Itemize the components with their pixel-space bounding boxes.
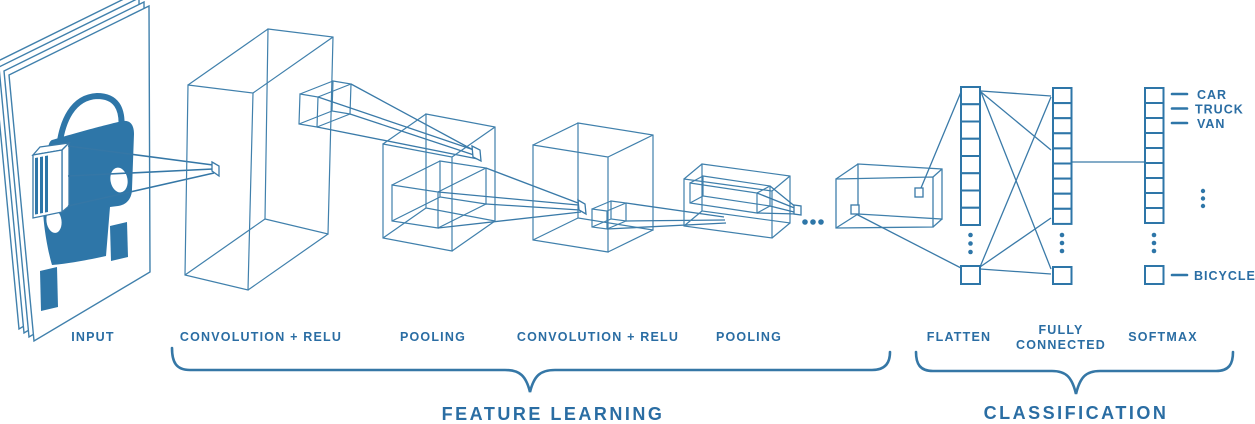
car-wheel-left xyxy=(40,267,58,311)
pool1-inner-box xyxy=(391,160,487,229)
stage-label-pool2: POOLING xyxy=(716,330,782,344)
pool1-to-conv2-lines xyxy=(437,167,582,229)
final-box-cell-top xyxy=(914,187,924,198)
output-classes: CAR TRUCK VAN BICYCLE xyxy=(1170,88,1255,283)
vector-cell xyxy=(1144,117,1165,134)
vector-cell xyxy=(960,120,981,140)
classification-brace xyxy=(914,350,1235,395)
vector-cell xyxy=(1144,102,1165,119)
softmax-vector-dots xyxy=(1151,232,1157,254)
vector-cell xyxy=(1052,87,1073,105)
vector-cell xyxy=(960,172,981,192)
car-wheel-right xyxy=(110,222,128,261)
conv2-box xyxy=(532,122,654,253)
conv2-target-patch xyxy=(577,198,587,216)
stage-label-connected: CONNECTED xyxy=(1016,338,1106,352)
stage-label-flatten: FLATTEN xyxy=(927,330,991,344)
vector-cell xyxy=(960,155,981,175)
car-roof-outline xyxy=(55,93,125,167)
vector-cell xyxy=(1052,207,1073,225)
vector-cell xyxy=(1052,102,1073,120)
output-ellipsis-dots xyxy=(1200,188,1206,209)
final-box-cell-bottom xyxy=(850,204,860,215)
vector-cell xyxy=(1144,177,1165,194)
conv1-box xyxy=(184,28,334,291)
softmax-last-cell xyxy=(1144,265,1165,285)
ellipsis-dots xyxy=(802,219,824,225)
output-label-truck: TRUCK xyxy=(1195,103,1244,117)
vector-cell xyxy=(1144,132,1165,149)
output-label-van: VAN xyxy=(1197,117,1225,131)
stage-label-conv2: CONVOLUTION + RELU xyxy=(517,330,679,344)
output-label-bicycle: BICYCLE xyxy=(1194,269,1255,283)
final-feature-box xyxy=(835,163,943,229)
flatten-to-fc-lines xyxy=(979,90,1052,275)
vector-cell xyxy=(960,86,981,106)
vector-cell xyxy=(1052,162,1073,180)
fc-vector xyxy=(1052,87,1073,225)
vector-cell xyxy=(1144,147,1165,164)
fc-last-cell xyxy=(1052,266,1073,285)
stage-label-input: INPUT xyxy=(71,330,115,344)
vector-cell xyxy=(1144,192,1165,209)
pool2-target-patch xyxy=(793,204,802,216)
stage-label-fully: FULLY xyxy=(1038,323,1083,337)
softmax-vector xyxy=(1144,87,1165,224)
vector-cell xyxy=(1052,117,1073,135)
section-label-classification: CLASSIFICATION xyxy=(984,403,1169,423)
flatten-vector xyxy=(960,86,981,226)
flatten-last-cell xyxy=(960,265,981,285)
stage-label-pool1: POOLING xyxy=(400,330,466,344)
conv2-to-pool2-lines xyxy=(606,202,727,230)
vector-cell xyxy=(1144,87,1165,104)
vector-cell xyxy=(1052,132,1073,150)
vector-cell xyxy=(1144,162,1165,179)
vector-cell xyxy=(1052,177,1073,195)
pool2-inner-box xyxy=(689,175,799,215)
stage-label-softmax: SOFTMAX xyxy=(1128,330,1198,344)
receptive-field-sheet-1 xyxy=(35,157,38,215)
fc-vector-dots xyxy=(1059,232,1065,254)
output-label-car: CAR xyxy=(1197,88,1227,102)
vector-cell xyxy=(1052,192,1073,210)
pool1-target-patch xyxy=(471,144,482,163)
vector-cell xyxy=(960,103,981,123)
pool1-box xyxy=(382,113,496,252)
final-box-to-flatten-lines xyxy=(855,91,962,269)
vector-cell xyxy=(1052,147,1073,165)
feature-learning-brace xyxy=(170,346,892,393)
vector-cell xyxy=(960,206,981,226)
vector-cell xyxy=(1144,207,1165,224)
pool2-box xyxy=(683,163,791,239)
conv1-to-pool1-lines xyxy=(316,83,479,160)
receptive-field-sheet-3 xyxy=(45,155,48,213)
vector-cell xyxy=(960,137,981,157)
receptive-field-right-face xyxy=(61,141,70,214)
flatten-vector-dots xyxy=(968,232,973,255)
receptive-field-box xyxy=(31,141,71,219)
stage-label-conv1: CONVOLUTION + RELU xyxy=(180,330,342,344)
receptive-field-sheet-2 xyxy=(40,156,43,214)
section-label-feature-learning: FEATURE LEARNING xyxy=(442,404,665,424)
input-to-conv1-lines xyxy=(67,145,215,207)
kernel-box-1 xyxy=(298,80,352,128)
conv1-target-patch xyxy=(211,160,220,178)
vector-cell xyxy=(960,189,981,209)
